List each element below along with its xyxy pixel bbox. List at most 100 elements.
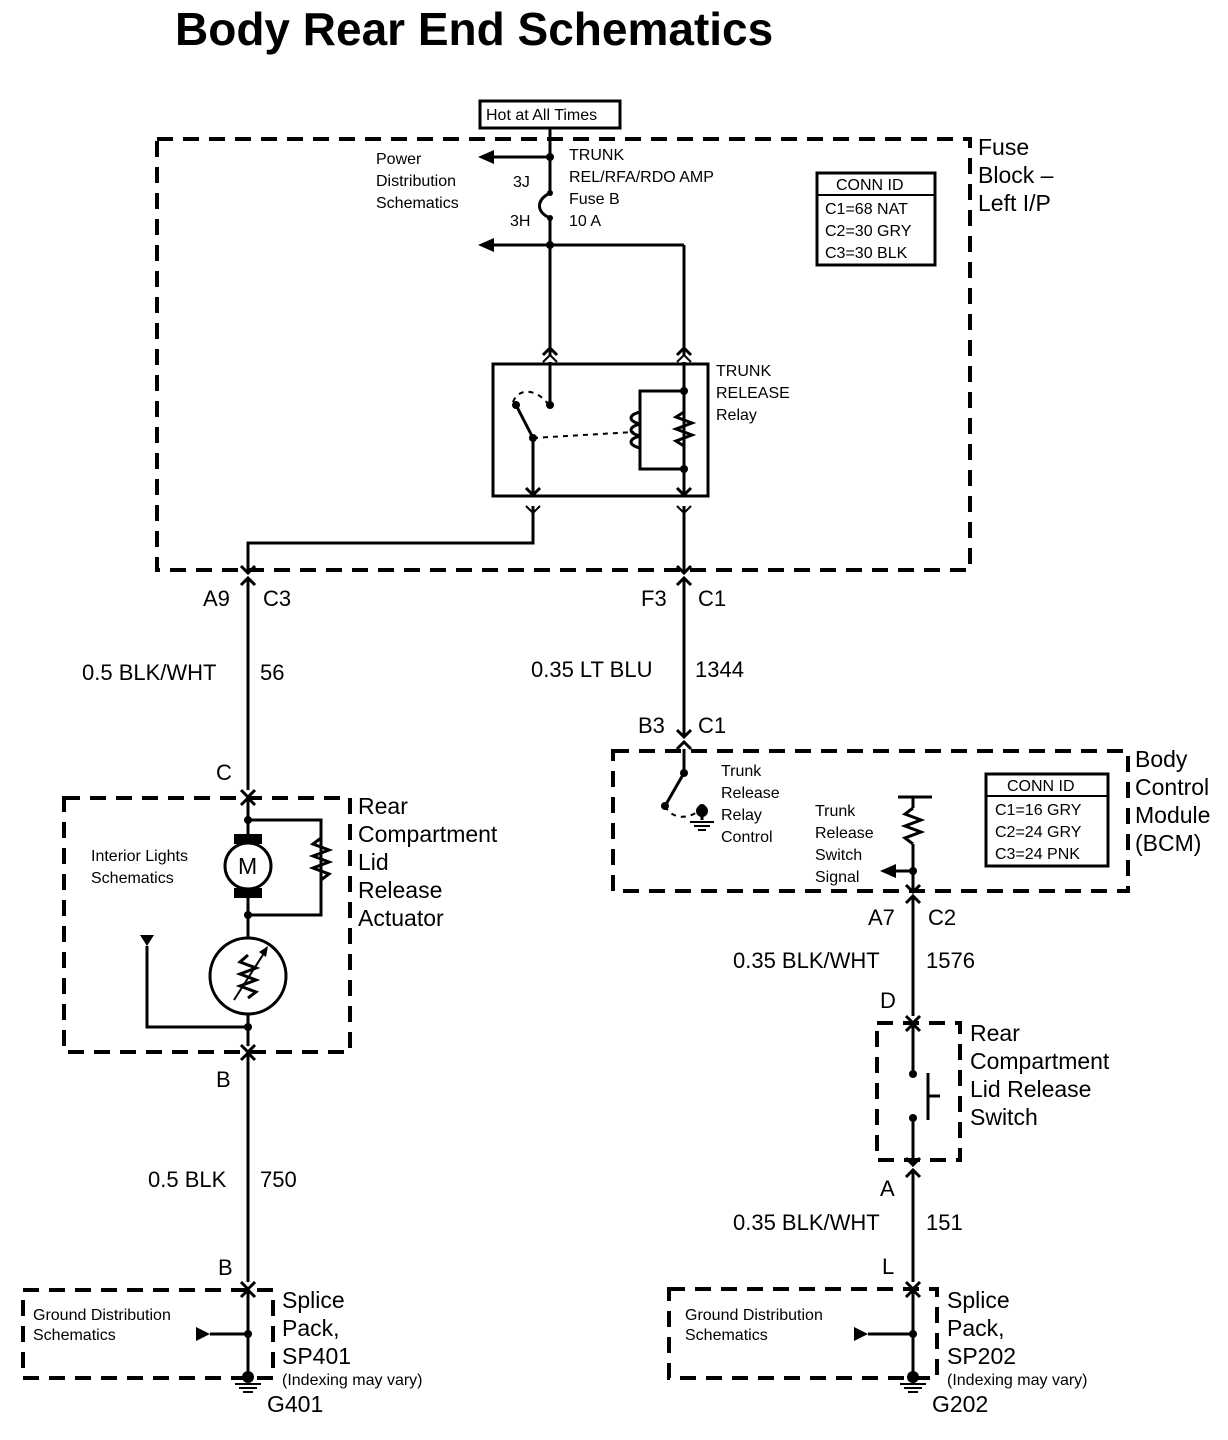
relay-pin-chevron	[524, 486, 542, 498]
conn-a7: A7	[868, 905, 895, 930]
wire-1576-circuit: 1576	[926, 948, 975, 973]
fuse-text-4: 10 A	[569, 213, 601, 230]
conn-b-splice: B	[218, 1255, 233, 1280]
bcm-switch-arm	[663, 772, 686, 807]
connector-chevron	[675, 739, 693, 751]
fuse-conn-header: CONN ID	[836, 177, 904, 194]
interior-lights-wire	[145, 946, 248, 1029]
right-splice-name-2: Pack,	[947, 1315, 1005, 1341]
conn-f3: F3	[641, 586, 667, 611]
wire-1576-gauge: 0.35 BLK/WHT	[733, 948, 880, 973]
relay-coil-icon	[629, 410, 641, 450]
bcm-boundary	[611, 749, 1130, 893]
bcm-name-4: (BCM)	[1135, 830, 1201, 856]
bcm-conn-row-1: C1=16 GRY	[995, 802, 1082, 819]
relay-text-3: Relay	[716, 407, 757, 424]
pin-3h: 3H	[510, 213, 530, 230]
switch-name-4: Switch	[970, 1104, 1038, 1130]
fuse-conn-row-3: C3=30 BLK	[825, 245, 908, 262]
pullup-resistor-icon	[900, 806, 926, 846]
bcm-name-3: Module	[1135, 802, 1210, 828]
motor-brush-bottom	[234, 888, 262, 898]
right-splice-note: (Indexing may vary)	[947, 1372, 1088, 1389]
splice-pack-sp202-boundary	[667, 1287, 939, 1380]
relay-coil-loop	[638, 389, 684, 471]
bcm-conn-row-3: C3=24 PNK	[995, 846, 1080, 863]
relay-pin-chevron	[542, 353, 558, 363]
fuse-text-1: TRUNK	[569, 147, 624, 164]
motor-bypass-loop	[248, 818, 323, 917]
actuator-name-2: Compartment	[358, 821, 498, 847]
signal-arrow-icon	[880, 864, 896, 878]
relay-text-1: TRUNK	[716, 363, 771, 380]
splice-dot	[244, 911, 252, 919]
connector-chevron	[904, 1156, 922, 1168]
bcm-switch-sig-1: Trunk	[815, 803, 856, 820]
splice-pack-sp401-boundary	[21, 1288, 275, 1380]
motor-label: M	[238, 853, 257, 879]
wire-1344-circuit: 1344	[695, 657, 744, 682]
actuator-name-1: Rear	[358, 793, 408, 819]
bcm-switch-sig-4: Signal	[815, 869, 859, 886]
relay-pin-chevron	[676, 353, 692, 363]
motor-resistor-icon	[308, 836, 334, 882]
power-dist-arrow-icon	[478, 150, 494, 164]
wire-56-gauge: 0.5 BLK/WHT	[82, 660, 216, 685]
bcm-conn-id	[984, 772, 1110, 868]
bcm-name-2: Control	[1135, 774, 1209, 800]
pin-3j: 3J	[513, 174, 530, 191]
connector-chevron	[675, 728, 693, 740]
left-splice-note: (Indexing may vary)	[282, 1372, 423, 1389]
left-gds-1: Ground Distribution	[33, 1307, 171, 1324]
interior-lights-arrow-icon	[140, 935, 154, 946]
ground-dot	[242, 1371, 254, 1383]
actuator-name-4: Release	[358, 877, 442, 903]
conn-c1-top: C1	[698, 586, 726, 611]
right-splice-name-1: Splice	[947, 1287, 1010, 1313]
relay-armature	[514, 404, 535, 439]
conn-a9: A9	[203, 586, 230, 611]
ground-dist-arrow-icon	[196, 1327, 210, 1341]
hot-at-all-times-label: Hot at All Times	[486, 107, 597, 124]
fuse-block-boundary	[155, 137, 972, 572]
relay-mechanical-link	[532, 431, 635, 439]
ground-dist-arrow-icon	[854, 1327, 868, 1341]
power-dist-text-3: Schematics	[376, 195, 459, 212]
bcm-ground-dot	[696, 805, 708, 817]
fuse-block-conn-id	[815, 171, 937, 267]
conn-d-switch: D	[880, 988, 896, 1013]
fuse-icon	[538, 191, 551, 220]
relay-pin-chevron	[675, 345, 693, 357]
wire-151-circuit: 151	[926, 1210, 963, 1235]
trunk-release-relay	[491, 362, 710, 498]
bcm-switch-sig-2: Release	[815, 825, 874, 842]
ground-dot	[907, 1371, 919, 1383]
thermistor-arrow-shaft	[233, 949, 267, 1001]
conn-b3: B3	[638, 713, 665, 738]
left-gds-2: Schematics	[33, 1327, 116, 1344]
connector-chevron	[904, 883, 922, 895]
actuator-name-3: Lid	[358, 849, 389, 875]
bcm-switch-arc	[664, 805, 703, 818]
bcm-relay-ctrl-3: Relay	[721, 807, 762, 824]
actuator-name-5: Actuator	[358, 905, 444, 931]
fuse-conn-row-1: C1=68 NAT	[825, 201, 908, 218]
fuse-block-name-2: Block –	[978, 162, 1054, 188]
interior-lights-2: Schematics	[91, 870, 174, 887]
fuse-text-2: REL/RFA/RDO AMP	[569, 169, 714, 186]
relay-pin-chevron	[541, 345, 559, 357]
ground-g401-label: G401	[267, 1391, 323, 1417]
fuse-conn-row-2: C2=30 GRY	[825, 223, 912, 240]
conn-c2: C2	[928, 905, 956, 930]
relay-text-2: RELEASE	[716, 385, 790, 402]
power-dist-text-2: Distribution	[376, 173, 456, 190]
bcm-conn-header: CONN ID	[1007, 778, 1075, 795]
conn-c1-bcm: C1	[698, 713, 726, 738]
relay-resistor-icon	[671, 410, 697, 448]
switch-name-2: Compartment	[970, 1048, 1110, 1074]
switch-name-1: Rear	[970, 1020, 1020, 1046]
left-splice-name-3: SP401	[282, 1343, 351, 1369]
conn-c3: C3	[263, 586, 291, 611]
wire-151-gauge: 0.35 BLK/WHT	[733, 1210, 880, 1235]
